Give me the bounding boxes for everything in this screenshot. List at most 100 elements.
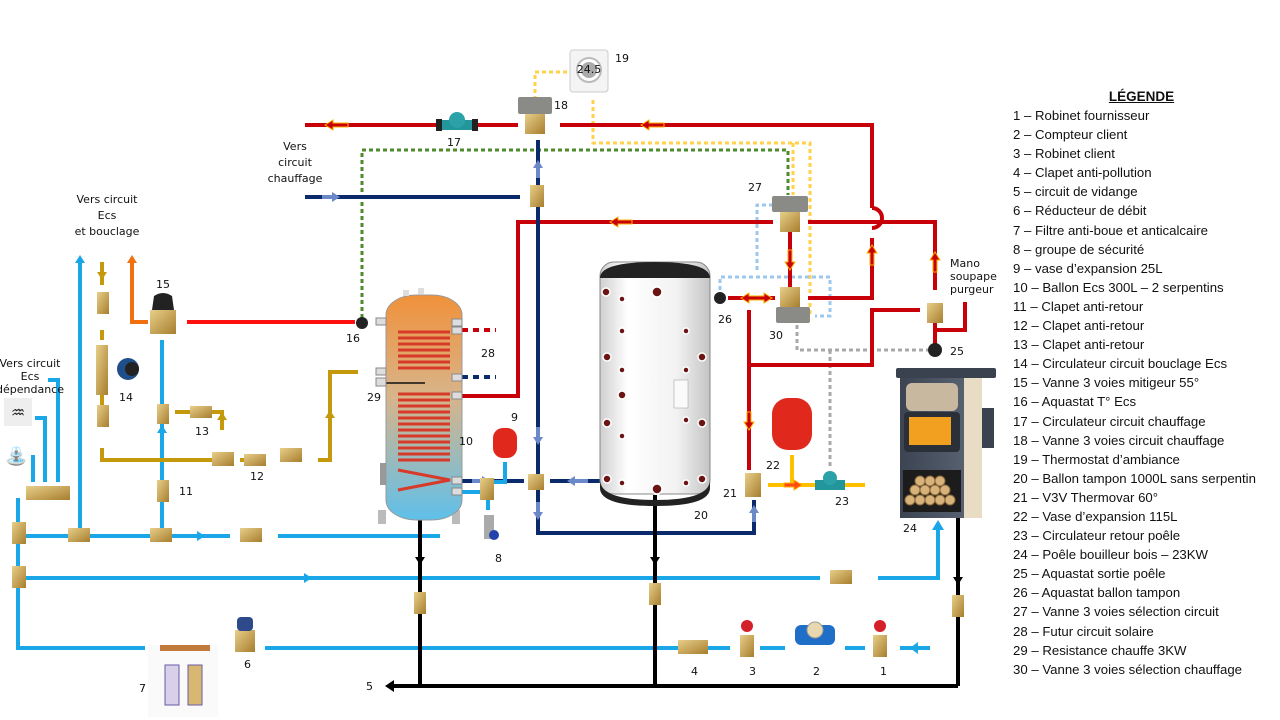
annotation-line: Ecs (98, 209, 117, 222)
check-valves (157, 406, 708, 654)
component-valve-27 (772, 196, 808, 232)
arrow-icon (415, 548, 425, 565)
annotation-mano: Mano soupape purgeur (950, 257, 997, 296)
aquastat-26 (714, 292, 726, 304)
arrow-icon (929, 251, 941, 273)
heating-coil-lower (397, 392, 451, 492)
number-label: 21 (723, 487, 737, 500)
annotation-line: Vers circuit (0, 357, 61, 370)
legend-item: 3 – Robinet client (1013, 146, 1115, 162)
legend-item: 8 – groupe de sécurité (1013, 241, 1145, 257)
firewood-logs (904, 475, 956, 506)
number-label: 29 (367, 391, 381, 404)
loop-pipes (100, 262, 358, 462)
expansion-vessel-9 (493, 428, 517, 458)
number-label: 13 (195, 425, 209, 438)
legend-item: 7 – Filtre anti-boue et anticalcaire (1013, 222, 1208, 238)
cold-left-vertical (16, 498, 145, 650)
number-label: 25 (950, 345, 964, 358)
annotation-vers-dependance: Vers circuit Ecs dépendance (0, 357, 64, 396)
arrow-icon (322, 192, 340, 202)
arrow-icon (75, 255, 85, 272)
component-pump-23 (815, 471, 845, 490)
arrow-icon (740, 292, 773, 304)
annotation-line: et bouclage (75, 225, 140, 238)
arrow-icon (932, 520, 944, 545)
arrow-icon (217, 412, 227, 430)
annotation-line: Mano (950, 257, 980, 270)
buffer-tank-1000l (599, 261, 711, 506)
annotation-vers-ecs-bouclage: Vers circuit Ecs et bouclage (75, 193, 140, 238)
tee-fitting (927, 303, 943, 323)
cold-dependance-1 (48, 378, 60, 482)
annotation-vers-chauffage: Vers circuit chauffage (268, 140, 323, 185)
component-numbers: 1 2 3 4 5 6 7 8 9 10 11 12 13 14 15 16 1… (119, 52, 964, 695)
arrow-icon (910, 642, 930, 654)
arrow-icon (783, 479, 803, 491)
component-valve-30 (776, 287, 810, 323)
arrow-icon (127, 255, 137, 272)
signal-lines (360, 70, 928, 468)
legend-item: 5 – circuit de vidange (1013, 184, 1138, 200)
arrow-icon (533, 427, 543, 445)
number-label: 6 (244, 658, 251, 671)
pool-icon: ♒ (4, 398, 32, 426)
safety-group-8 (484, 515, 499, 540)
annotation-line: Vers (283, 140, 307, 153)
number-label: 1 (880, 665, 887, 678)
legend-item: 17 – Circulateur circuit chauffage (1013, 413, 1206, 429)
arrow-icon (650, 548, 660, 565)
hot-return-to-ecs (462, 220, 773, 398)
number-label: 22 (766, 459, 780, 472)
lightblue-signal-line-27 (755, 203, 773, 273)
annotation-line: circuit (278, 156, 312, 169)
number-label: 10 (459, 435, 473, 448)
legend-item: 27 – Vanne 3 voies sélection circuit (1013, 604, 1219, 620)
hot-line-21 (747, 308, 920, 470)
legend-item: 2 – Compteur client (1013, 127, 1128, 143)
legend-item: 28 – Futur circuit solaire (1013, 623, 1154, 639)
annotation-line: Ecs (21, 370, 40, 383)
number-label: 8 (495, 552, 502, 565)
component-thermostat: 24.5 (569, 49, 609, 93)
arrow-icon (187, 531, 205, 541)
component-valve-18 (518, 97, 552, 134)
arrow-icon (157, 425, 167, 442)
svg-text:♒: ♒ (11, 403, 25, 422)
number-label: 18 (554, 99, 568, 112)
legend-item: 13 – Clapet anti-retour (1013, 337, 1145, 353)
legend-item: 11 – Clapet anti-retour (1013, 298, 1144, 314)
legend-item: 16 – Aquastat T° Ecs (1013, 394, 1137, 410)
arrow-icon (640, 119, 665, 131)
arrow-icon (97, 262, 107, 280)
tee-fittings (12, 404, 494, 588)
legend-item: 6 – Réducteur de débit (1013, 203, 1147, 219)
number-label: 19 (615, 52, 629, 65)
annotation-line: Vers circuit (77, 193, 139, 206)
number-label: 3 (749, 665, 756, 678)
number-label: 23 (835, 495, 849, 508)
legend-item: 15 – Vanne 3 voies mitigeur 55° (1013, 375, 1200, 391)
number-label: 4 (691, 665, 698, 678)
legend-item: 19 – Thermostat d’ambiance (1013, 451, 1180, 467)
legend-title: LÉGENDE (1108, 89, 1175, 104)
number-label: 2 (813, 665, 820, 678)
drain-arrow-icon (385, 680, 402, 692)
tank-ports (601, 286, 707, 495)
arrow-icon (294, 573, 312, 583)
legend-item: 14 – Circulateur circuit bouclage Ecs (1013, 356, 1228, 372)
number-label: 24 (903, 522, 917, 535)
v3v-thermovar-21 (745, 473, 761, 497)
legend-item: 20 – Ballon tampon 1000L sans serpentin (1013, 470, 1256, 486)
arrow-icon (609, 216, 633, 228)
legend-item: 26 – Aquastat ballon tampon (1013, 585, 1181, 601)
number-label: 5 (366, 680, 373, 693)
yellow-signal-line-main (591, 100, 812, 315)
number-label: 16 (346, 332, 360, 345)
number-label: 26 (718, 313, 732, 326)
arrow-icon (953, 568, 963, 585)
wood-boiler-stove (896, 368, 996, 518)
arrow-icon (743, 411, 755, 431)
